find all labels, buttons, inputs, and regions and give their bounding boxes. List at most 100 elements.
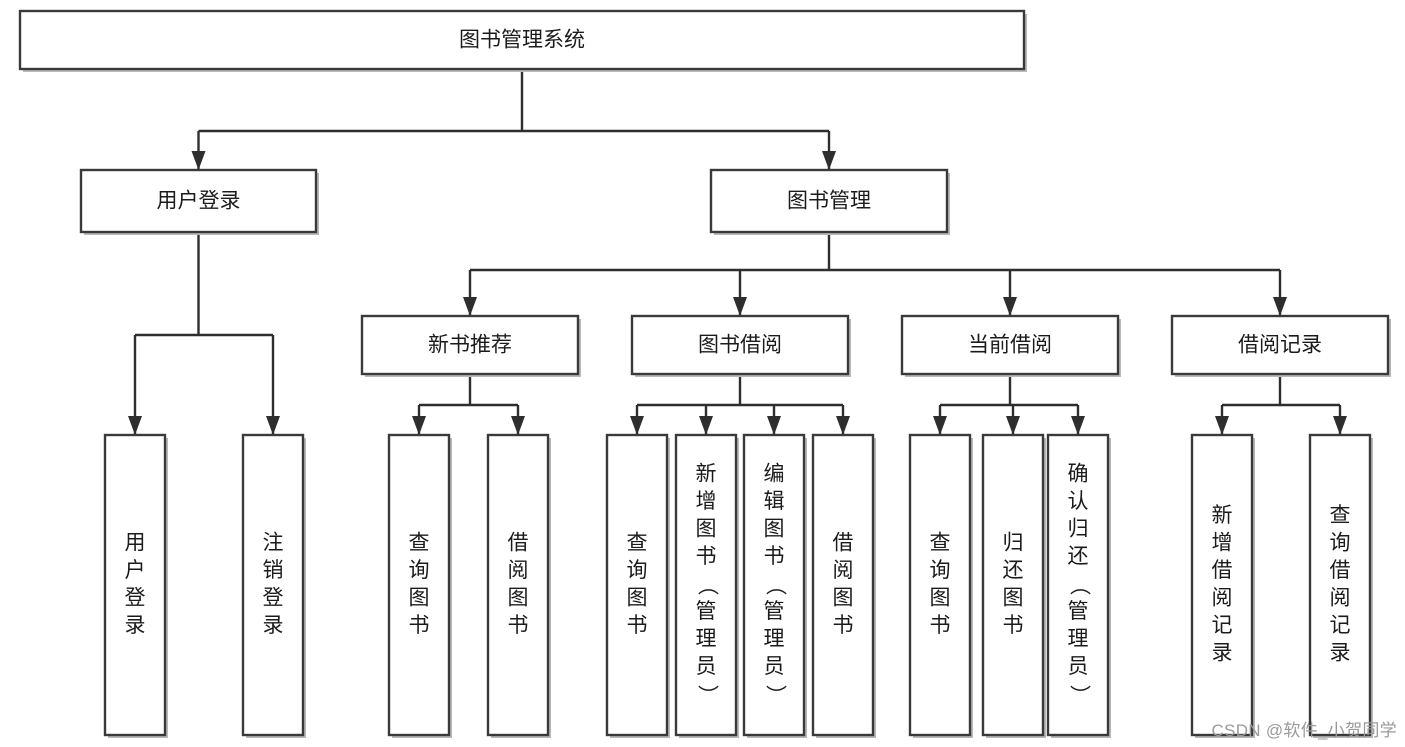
leaf-logout-char: 销 (263, 559, 284, 582)
leaf-confirm-return-char: 归 (1068, 518, 1089, 541)
leaf-query-record-char: 查 (1330, 504, 1351, 527)
arrow-user-login-icon (191, 151, 206, 170)
leaf-add-book-char: 书 (696, 545, 717, 568)
leaf-confirm-return-char: （ (1067, 575, 1090, 596)
leaf-logout-char: 登 (263, 586, 284, 609)
leaf-edit-book-char: 图 (764, 518, 785, 541)
arrow-leaf-borrow-book-bor-icon (836, 416, 850, 435)
leaf-query-record-char: 记 (1330, 614, 1351, 637)
leaf-borrow-book-bor-char: 借 (833, 531, 854, 554)
leaf-return-book-char: 还 (1003, 559, 1024, 582)
arrow-leaf-borrow-book-rec-icon (511, 416, 525, 435)
leaf-edit-book-char: （ (763, 575, 786, 596)
arrow-leaf-query-record-icon (1333, 416, 1347, 435)
node-new-book-recommend[interactable]: 新书推荐 (360, 314, 581, 377)
node-borrow-record[interactable]: 借阅记录 (1170, 314, 1391, 377)
leaf-query-book-bor-char: 图 (627, 586, 648, 609)
leaf-confirm-return-char: 员 (1068, 655, 1089, 678)
arrow-leaf-query-book-bor-icon (630, 416, 644, 435)
node-user-login[interactable]: 用户登录 (79, 168, 319, 235)
leaf-user-login-char: 录 (125, 614, 146, 637)
node-book-mgmt[interactable]: 图书管理 (709, 168, 950, 235)
leaf-user-login-char: 用 (125, 531, 146, 554)
leaf-query-book-cur-char: 询 (930, 559, 951, 582)
node-new-book-recommend-label: 新书推荐 (428, 334, 512, 357)
node-book-borrow[interactable]: 图书借阅 (630, 314, 851, 377)
arrow-leaf-add-book-icon (699, 416, 713, 435)
leaf-add-book-char: ） (695, 685, 718, 706)
arrow-current_borrow-icon (1003, 297, 1017, 316)
leaf-add-book-char: 员 (696, 655, 717, 678)
leaf-return-book-char: 书 (1003, 614, 1024, 637)
leaf-add-book-char: （ (695, 575, 718, 596)
leaf-logout-char: 录 (263, 614, 284, 637)
node-current-borrow[interactable]: 当前借阅 (900, 314, 1121, 377)
leaf-add-book-char: 管 (696, 600, 717, 623)
node-current-borrow-label: 当前借阅 (968, 334, 1052, 357)
leaf-query-book-bor-char: 询 (627, 559, 648, 582)
leaf-borrow-book-rec-char: 图 (508, 586, 529, 609)
arrow-leaf-confirm-return-icon (1071, 416, 1085, 435)
leaf-add-book-char: 图 (696, 518, 717, 541)
leaf-edit-book-char: ） (763, 685, 786, 706)
leaf-confirm-return-char: ） (1067, 685, 1090, 706)
node-root[interactable]: 图书管理系统 (18, 9, 1027, 72)
leaf-borrow-book-rec-char: 借 (508, 531, 529, 554)
arrow-leaf-edit-book-icon (767, 416, 781, 435)
leaf-add-book-char: 新 (696, 463, 717, 486)
leaf-add-book-char: 增 (696, 490, 717, 513)
leaf-query-record-char: 借 (1330, 559, 1351, 582)
arrow-leaf-user-login-icon (128, 416, 142, 435)
leaf-add-record-char: 记 (1212, 614, 1233, 637)
leaf-query-book-bor-char: 查 (627, 531, 648, 554)
leaf-edit-book-char: 管 (764, 600, 785, 623)
leaf-edit-book-char: 理 (764, 628, 785, 651)
leaf-confirm-return-char: 确 (1068, 463, 1089, 486)
leaf-query-book-rec-char: 图 (409, 586, 430, 609)
connector-layer (128, 69, 1347, 435)
leaf-query-record-char: 询 (1330, 531, 1351, 554)
leaf-query-book-cur-char: 图 (930, 586, 951, 609)
leaf-query-book-rec-char: 书 (409, 614, 430, 637)
leaf-edit-book-char: 员 (764, 655, 785, 678)
leaf-borrow-book-bor-char: 图 (833, 586, 854, 609)
leaf-query-record-char: 阅 (1330, 586, 1351, 609)
leaf-borrow-book-bor-char: 书 (833, 614, 854, 637)
leaf-add-record-char: 阅 (1212, 586, 1233, 609)
leaf-query-book-cur-char: 书 (930, 614, 951, 637)
leaf-edit-book-char: 书 (764, 545, 785, 568)
leaf-add-record-char: 新 (1212, 504, 1233, 527)
leaf-edit-book-char: 编 (764, 463, 785, 486)
node-root-label: 图书管理系统 (459, 29, 585, 52)
node-borrow-record-label: 借阅记录 (1238, 334, 1322, 357)
leaf-add-record-char: 录 (1212, 641, 1233, 664)
leaf-confirm-return-char: 管 (1068, 600, 1089, 623)
leaf-query-book-rec-char: 询 (409, 559, 430, 582)
leaf-query-book-bor-char: 书 (627, 614, 648, 637)
arrow-book_borrow-icon (733, 297, 747, 316)
leaf-query-record-char: 录 (1330, 641, 1351, 664)
leaf-edit-book-char: 辑 (764, 490, 785, 513)
leaf-add-book-char: 理 (696, 628, 717, 651)
node-book-mgmt-label: 图书管理 (787, 190, 871, 213)
arrow-leaf-query-book-rec-icon (412, 416, 426, 435)
leaf-query-book-cur-char: 查 (930, 531, 951, 554)
arrow-leaf-return-book-icon (1006, 416, 1020, 435)
leaf-user-login[interactable]: 用户登录 (103, 433, 168, 738)
leaf-borrow-book-rec-char: 书 (508, 614, 529, 637)
leaf-borrow-book-rec-char: 阅 (508, 559, 529, 582)
leaf-confirm-return-char: 认 (1068, 490, 1089, 513)
